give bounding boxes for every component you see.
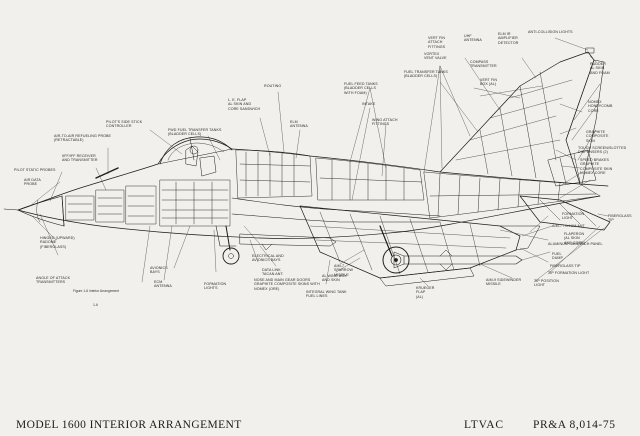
callout-leader-lines bbox=[29, 37, 609, 287]
organization-label: LTVAC bbox=[464, 419, 504, 431]
wing bbox=[299, 205, 541, 287]
callout-lef-flap: L. E. FLAP AL SKIN AND CORE SANDWICH bbox=[228, 98, 261, 111]
callout-formation-light-tail: FORMATION LIGHT bbox=[562, 212, 585, 221]
canopy bbox=[159, 136, 233, 177]
page-marker: 1-6 bbox=[93, 303, 98, 307]
callout-vert-fin-box: VERT FIN BOX (AL) bbox=[480, 78, 498, 87]
callout-elm-antenna: ELM ANTENNA bbox=[290, 120, 308, 129]
callout-iff-receiver: IIFF/IFF RECEIVER AND TRANSMITTER bbox=[62, 154, 98, 163]
callout-angle-of-attack: ANGLE OF ATTACK TRANSMITTERS bbox=[36, 276, 71, 285]
aim7-sparrow-missile bbox=[239, 233, 337, 251]
fuselage-outline bbox=[17, 138, 609, 239]
document-number: PR&A 8,014-75 bbox=[533, 419, 616, 431]
aft-fuselage bbox=[423, 149, 601, 219]
callout-anti-collision-lights: ANTI-COLLISION LIGHTS bbox=[528, 30, 573, 34]
callout-rudder: RUDDER AL SKIN AND FOAM bbox=[590, 62, 610, 75]
callout-air-data-probe: AIR DATA PROBE bbox=[24, 178, 41, 187]
callout-routing: ROUTING bbox=[264, 84, 282, 88]
callout-avionics-bays: AVIONICS BAYS bbox=[150, 266, 168, 275]
callout-elm-amplifier: ELM IR AMPLIFIER DETECTOR bbox=[498, 32, 519, 45]
callout-tail-antenna: TOUCH SCREEN/SLOTTED DISPENSERS (2) bbox=[578, 146, 627, 155]
callout-data-link: DATA LINK TACAN ANT. bbox=[262, 268, 284, 277]
callout-flaperon: FLAPERON (AL SKIN AND CORE) bbox=[564, 232, 586, 245]
callout-integral-wing-tank: INTEGRAL WING TANK FUEL LINES bbox=[306, 290, 347, 299]
callout-tip-position-light: TIP POSITION LIGHT bbox=[534, 279, 559, 288]
callout-side-stick: PILOT'S SIDE STICK CONTROLLER bbox=[106, 120, 143, 129]
callout-speed-brakes: SPEED BRAKES GRAPHITE COMPOSITE SKIN NOM… bbox=[580, 158, 613, 175]
callout-uhf-antenna: UHF ANTENNA bbox=[464, 34, 482, 43]
radome bbox=[3, 167, 119, 227]
callout-fwd-fuel-tanks: FWD FUEL TRANSFER TANKS (BLADDER CELLS) bbox=[168, 128, 222, 137]
callout-fuel-dump: FUEL DUMP bbox=[552, 252, 563, 261]
nose-landing-gear bbox=[215, 225, 240, 265]
callout-pilot-static-probes: PILOT STATIC PROBES bbox=[14, 168, 56, 172]
callout-aim9-missile: AIM-9 SIDEWINDER MISSILE bbox=[486, 278, 522, 287]
callout-nose-main-gear: NOSE AND MAIN GEAR DOORS GRAPHITE COMPOS… bbox=[254, 278, 320, 291]
callout-aim7-sparrow: AIM-7 SPARROW MISSILE bbox=[334, 264, 354, 277]
callout-nomex-core: NOMEX HONEYCOMB CORE bbox=[588, 100, 613, 113]
callout-fiberglass-tip2: FIBERGLASS TIP bbox=[550, 264, 581, 268]
callout-electrical-avionics: ELECTRICAL AND AVIONICS BAYS bbox=[252, 254, 284, 263]
callout-graphite-composite: GRAPHITE COMPOSITE SKIN bbox=[586, 130, 609, 143]
aim9-sidewinder-missile bbox=[393, 249, 523, 271]
fuel-tanks bbox=[231, 149, 441, 223]
callout-aluminum-panel: ALUMINUM SANDWICH PANEL bbox=[548, 242, 603, 246]
horizontal-tail bbox=[519, 195, 611, 231]
callout-fuel-feed-tanks: FUEL FEED TANKS (BLADDER CELLS WITH FOAM… bbox=[344, 82, 378, 95]
main-landing-gear bbox=[379, 225, 410, 274]
callout-ecm-antenna: ECM ANTENNA bbox=[154, 280, 172, 289]
forward-bays bbox=[65, 179, 231, 227]
callout-compass-transmitter: COMPASS TRANSMITTER bbox=[470, 60, 497, 69]
callout-radome: HINGED (UPWARD) RADOME (FIBERGLASS) bbox=[40, 236, 75, 249]
vertical-fin bbox=[439, 47, 605, 185]
figure-caption: Figure 1-6 Interior Arrangement bbox=[73, 289, 119, 293]
page-title: MODEL 1600 INTERIOR ARRANGEMENT bbox=[16, 419, 242, 431]
callout-fiberglass-tip: FIBERGLASS TIP bbox=[608, 214, 632, 223]
callout-al-wing-box: AL WING BOX AND SKIN bbox=[322, 274, 347, 283]
callout-refueling-probe: AIR-TO-AIR REFUELING PROBE (RETRACTABLE) bbox=[54, 134, 112, 143]
callout-fuel-transfer-tanks: FUEL TRANSFER TANKS (BLADDER CELLS) bbox=[404, 70, 448, 79]
callout-formation-lights: FORMATION LIGHTS bbox=[204, 282, 227, 291]
callout-tip-formation-light: TIP FORMATION LIGHT bbox=[548, 271, 590, 275]
callout-aim7-illum: AIM-7 / ILLUM ANT bbox=[552, 224, 585, 228]
callout-vert-fin-attach: VERT FIN ATTACH FITTINGS bbox=[428, 36, 446, 49]
callout-vortex-vent-valve: VORTEX VENT VALVE bbox=[424, 52, 447, 61]
callout-wing-attach: WING ATTACH FITTINGS bbox=[372, 118, 398, 127]
callout-intake: INTAKE bbox=[362, 102, 376, 106]
callout-krueger-flap: KRUEGER FLAP (AL) bbox=[416, 286, 435, 299]
